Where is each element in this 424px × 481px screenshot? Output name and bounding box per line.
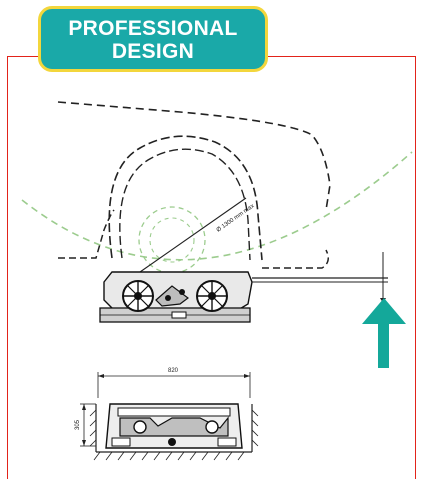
badge-line-2: DESIGN [111, 40, 195, 63]
fender-outline [57, 101, 331, 211]
tyre-inner [119, 148, 251, 261]
lift-unit-side [99, 271, 253, 323]
tyre-outer [108, 135, 263, 261]
lift-unit-front-view [80, 372, 259, 461]
diameter-label: Ø 1300 mm max [216, 203, 256, 233]
arrow-up-icon [362, 298, 406, 368]
lift-arc [21, 151, 413, 261]
badge-line-1: PROFESSIONAL [68, 17, 238, 40]
diameter-line [139, 197, 247, 273]
width-dimension: 820 [168, 368, 179, 374]
section-badge: PROFESSIONAL DESIGN [38, 6, 268, 72]
height-dimension: 305 [75, 419, 81, 430]
body-left [58, 209, 115, 259]
body-right [262, 249, 329, 269]
hub-circle-inner [149, 217, 195, 263]
hub-circle [138, 206, 206, 274]
